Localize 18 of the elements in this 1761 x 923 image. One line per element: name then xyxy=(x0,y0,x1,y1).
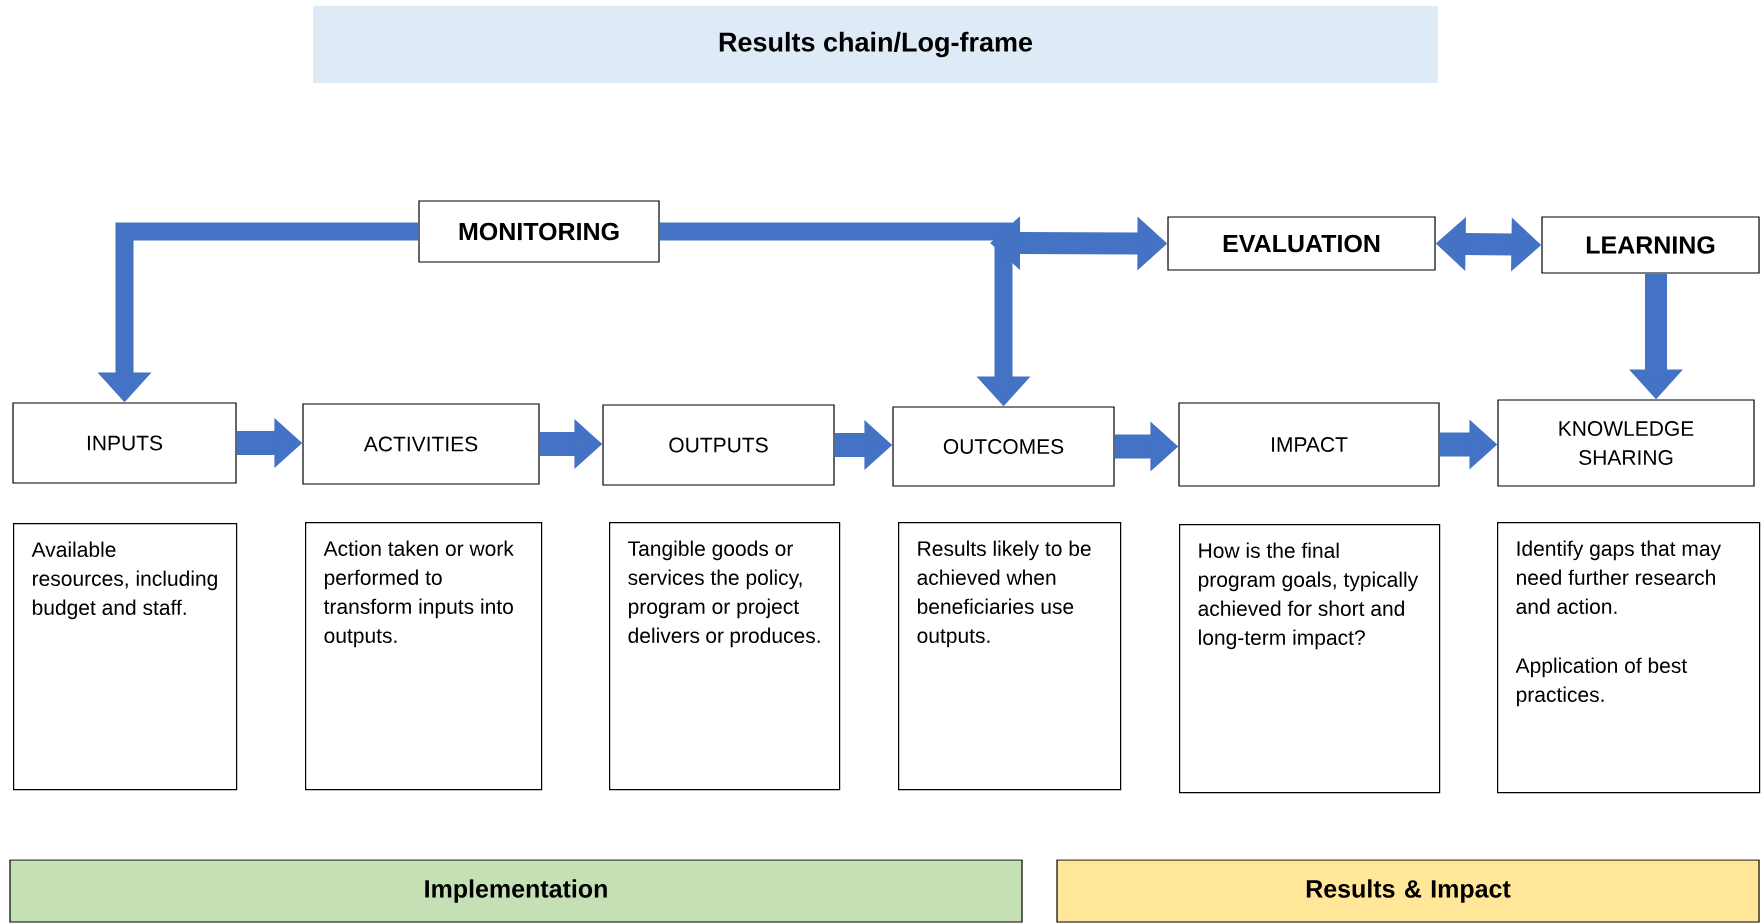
phase-band: Results & Impact xyxy=(1056,859,1760,923)
label-box: EVALUATION xyxy=(1167,216,1436,271)
stage-box: INPUTS xyxy=(12,402,237,484)
phase-band: Implementation xyxy=(9,859,1023,923)
label-box: LEARNING xyxy=(1541,216,1760,274)
description-box: Tangible goods or services the policy, program or project delivers or produces. xyxy=(609,522,841,791)
description-box: Identify gaps that may need further research and action. Application of best practices. xyxy=(1497,522,1761,794)
stage-box: OUTCOMES xyxy=(892,406,1115,487)
title-banner: Results chain/Log-frame xyxy=(313,6,1438,83)
label-box: MONITORING xyxy=(418,200,660,263)
stage-box: KNOWLEDGE SHARING xyxy=(1497,399,1755,487)
description-box: How is the final program goals, typically achieved for short and long-term impact? xyxy=(1179,524,1441,794)
stage-box: OUTPUTS xyxy=(602,404,835,486)
description-box: Results likely to be achieved when beneficiaries use outputs. xyxy=(898,522,1122,791)
description-box: Available resources, including budget and staff. xyxy=(13,523,238,791)
stage-box: ACTIVITIES xyxy=(302,403,540,485)
stage-box: IMPACT xyxy=(1178,402,1440,487)
description-box: Action taken or work performed to transform inputs into outputs. xyxy=(305,522,543,791)
